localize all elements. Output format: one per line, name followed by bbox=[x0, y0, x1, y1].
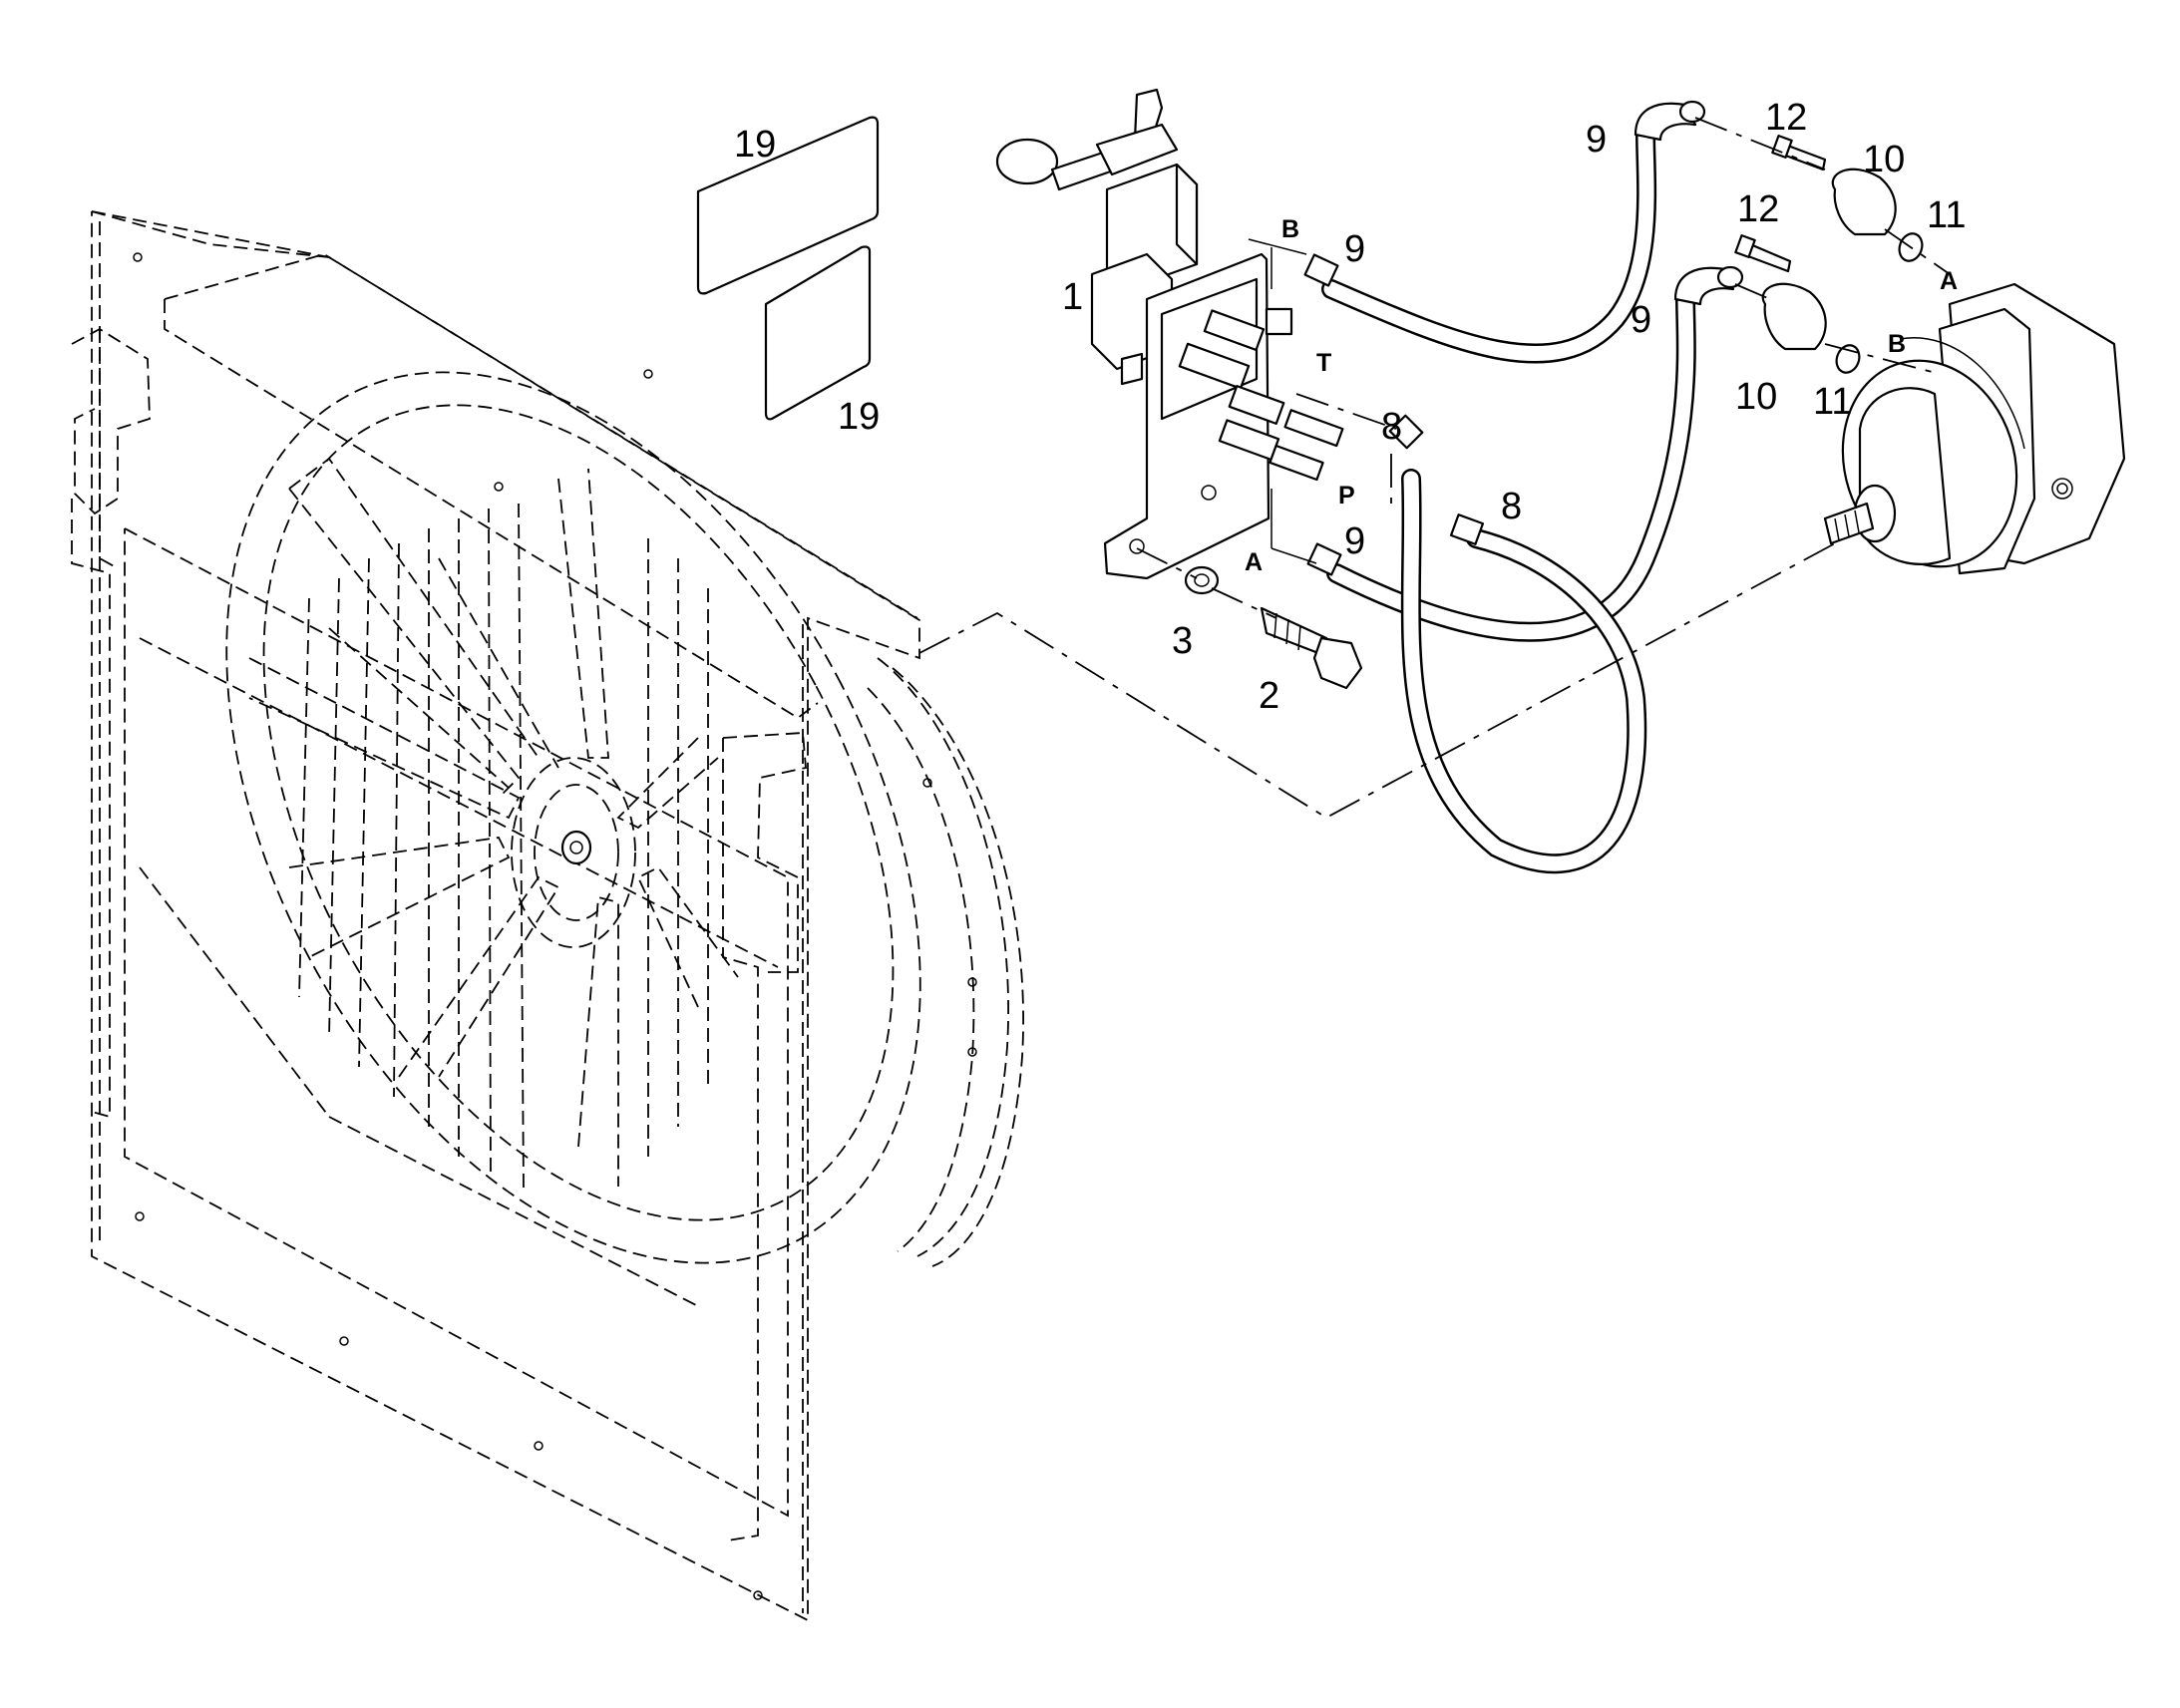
callout-9-elbow-upper: 9 bbox=[1586, 119, 1607, 161]
callout-1: 1 bbox=[1062, 276, 1083, 318]
callout-10-lower: 10 bbox=[1735, 376, 1777, 418]
port-label-valve-t: T bbox=[1316, 349, 1331, 377]
hydraulic-motor bbox=[1823, 282, 2126, 575]
callout-10-upper: 10 bbox=[1863, 139, 1905, 180]
callout-3: 3 bbox=[1172, 620, 1193, 662]
callout-11-upper: 11 bbox=[1927, 194, 1966, 236]
label-plates bbox=[696, 116, 880, 421]
port-label-valve-p: P bbox=[1338, 482, 1355, 510]
port-labels: B T P A A B bbox=[1245, 215, 1958, 576]
label-plate-lower bbox=[764, 245, 872, 421]
washer bbox=[1184, 565, 1220, 595]
flange-clamps bbox=[1761, 168, 1897, 351]
callout-19-lower: 19 bbox=[838, 396, 880, 438]
valve-fittings bbox=[1178, 307, 1344, 482]
callout-12-lower: 12 bbox=[1737, 188, 1779, 230]
label-plate-upper bbox=[696, 116, 880, 295]
callout-19-upper: 19 bbox=[734, 124, 776, 166]
callouts: 1 2 3 8 8 9 9 9 9 10 10 11 11 12 12 19 1… bbox=[734, 97, 1966, 717]
valve-assembly bbox=[995, 88, 1344, 580]
callout-8-lower: 8 bbox=[1501, 486, 1522, 527]
leader-lines bbox=[918, 117, 1951, 820]
bolt bbox=[1260, 606, 1363, 690]
callout-9-elbow-lower: 9 bbox=[1631, 299, 1651, 341]
port-label-valve-a: A bbox=[1245, 548, 1263, 576]
port-label-valve-b: B bbox=[1281, 215, 1299, 243]
o-rings bbox=[1835, 232, 1924, 374]
callout-2: 2 bbox=[1259, 675, 1279, 717]
callout-9-valve-a: 9 bbox=[1344, 520, 1365, 562]
fan-shroud-assembly bbox=[71, 210, 1024, 1622]
hoses bbox=[1303, 100, 1744, 874]
port-label-motor-a: A bbox=[1940, 267, 1958, 295]
callout-11-lower: 11 bbox=[1813, 381, 1852, 423]
port-label-motor-b: B bbox=[1888, 330, 1906, 358]
callout-9-valve-b: 9 bbox=[1344, 228, 1365, 270]
callout-12-upper: 12 bbox=[1765, 97, 1807, 139]
fan-guard-mesh bbox=[298, 503, 709, 1193]
callout-8-upper: 8 bbox=[1381, 406, 1402, 448]
